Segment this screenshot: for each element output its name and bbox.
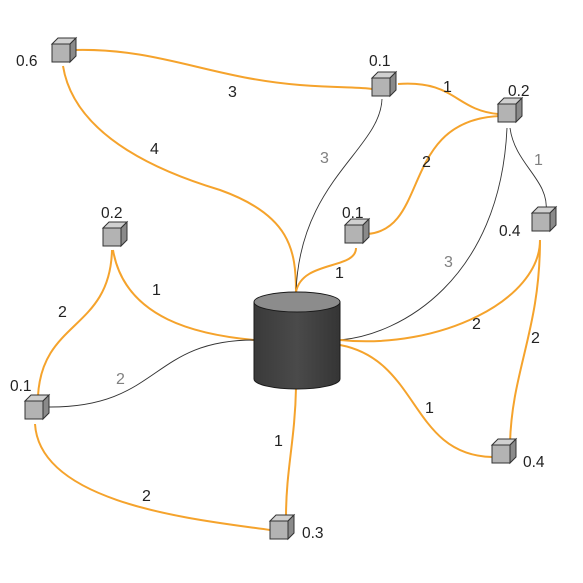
edge-n4-db: [295, 247, 357, 293]
edge-db-n6: [339, 239, 541, 343]
node-cube-n8: [490, 437, 518, 465]
edge-label-e9: 1: [152, 282, 161, 299]
edge-label-e5: 2: [422, 154, 431, 171]
node-cube-n6: [530, 205, 558, 233]
database-cylinder: [253, 291, 341, 390]
nodes: [23, 36, 558, 541]
edge-label-e15: 1: [425, 400, 434, 417]
edge-label-e7: 3: [444, 254, 453, 271]
edge-n7-n9: [34, 423, 271, 531]
edge-label-e4: 3: [320, 150, 329, 167]
edge-label-e2: 4: [150, 141, 159, 158]
edge-label-e3: 1: [443, 79, 452, 96]
edge-label-e14: 2: [531, 330, 540, 347]
edge-label-e10: 2: [58, 304, 67, 321]
edge-n3-db: [339, 127, 508, 341]
node-label-n7: 0.1: [10, 378, 32, 395]
edge-labels: 3 4 1 3 2 1 3 1 1 2 2 2 2 2 1 1: [58, 79, 543, 505]
edge-n1-db: [62, 65, 297, 293]
edge-label-e1: 3: [228, 84, 237, 101]
edge-label-e12: 2: [142, 488, 151, 505]
edge-label-e16: 1: [274, 433, 283, 450]
edge-db-n9: [285, 387, 297, 518]
edge-n3-n4: [366, 115, 501, 235]
node-cube-n2: [370, 70, 398, 98]
edge-label-e13: 2: [472, 316, 481, 333]
edge-n3-n6: [509, 127, 547, 213]
edge-n6-n8: [509, 239, 541, 444]
node-cube-n1: [50, 36, 78, 64]
node-label-n5: 0.2: [101, 205, 123, 222]
edge-db-n8: [339, 344, 493, 458]
node-label-n2: 0.1: [369, 53, 391, 70]
node-cube-n5: [101, 220, 129, 248]
node-label-n8: 0.4: [523, 454, 545, 471]
edge-n5-db: [112, 249, 255, 341]
node-label-n9: 0.3: [302, 525, 324, 542]
node-cube-n4: [343, 217, 371, 245]
node-label-n3: 0.2: [508, 83, 530, 100]
edges: [34, 48, 547, 531]
edge-n7-db: [47, 339, 255, 408]
edge-label-e6: 1: [534, 152, 543, 169]
node-cube-n9: [268, 513, 296, 541]
edge-n5-n7: [37, 249, 113, 397]
edge-n2-n3: [397, 82, 499, 115]
node-labels: 0.6 0.1 0.2 0.1 0.2 0.4 0.1 0.4 0.3: [10, 53, 545, 542]
node-cube-n7: [23, 393, 51, 421]
node-label-n1: 0.6: [16, 53, 38, 70]
edge-n2-db: [295, 98, 383, 293]
edge-n1-n2: [74, 48, 373, 90]
node-label-n4: 0.1: [342, 205, 364, 222]
edge-label-e8: 1: [335, 265, 344, 282]
node-cube-n3: [496, 96, 524, 124]
node-label-n6: 0.4: [499, 223, 521, 240]
edge-label-e11: 2: [116, 371, 125, 388]
